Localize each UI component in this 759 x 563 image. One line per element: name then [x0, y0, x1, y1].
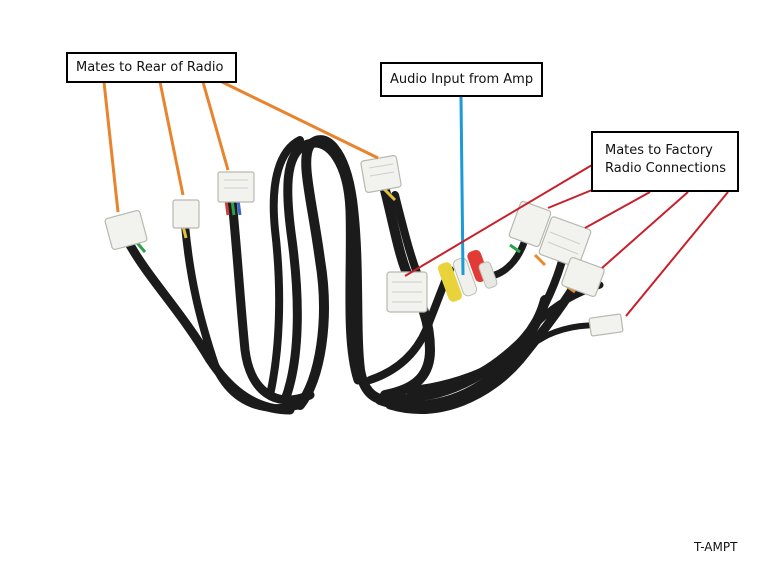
rear-radio-leaders	[102, 80, 379, 213]
audio-input-leader	[459, 96, 465, 276]
factory-leaders	[404, 164, 729, 317]
model-code: T-AMPT	[694, 540, 738, 554]
factory-connections-label: Mates to Factory Radio Connections	[591, 131, 739, 192]
factory-label-line-1: Mates to Factory	[605, 143, 713, 158]
factory-label-line-2: Radio Connections	[605, 161, 726, 176]
rear-radio-label: Mates to Rear of Radio	[66, 52, 237, 83]
audio-input-label: Audio Input from Amp	[380, 62, 543, 97]
wire-harness-photo	[104, 135, 624, 415]
